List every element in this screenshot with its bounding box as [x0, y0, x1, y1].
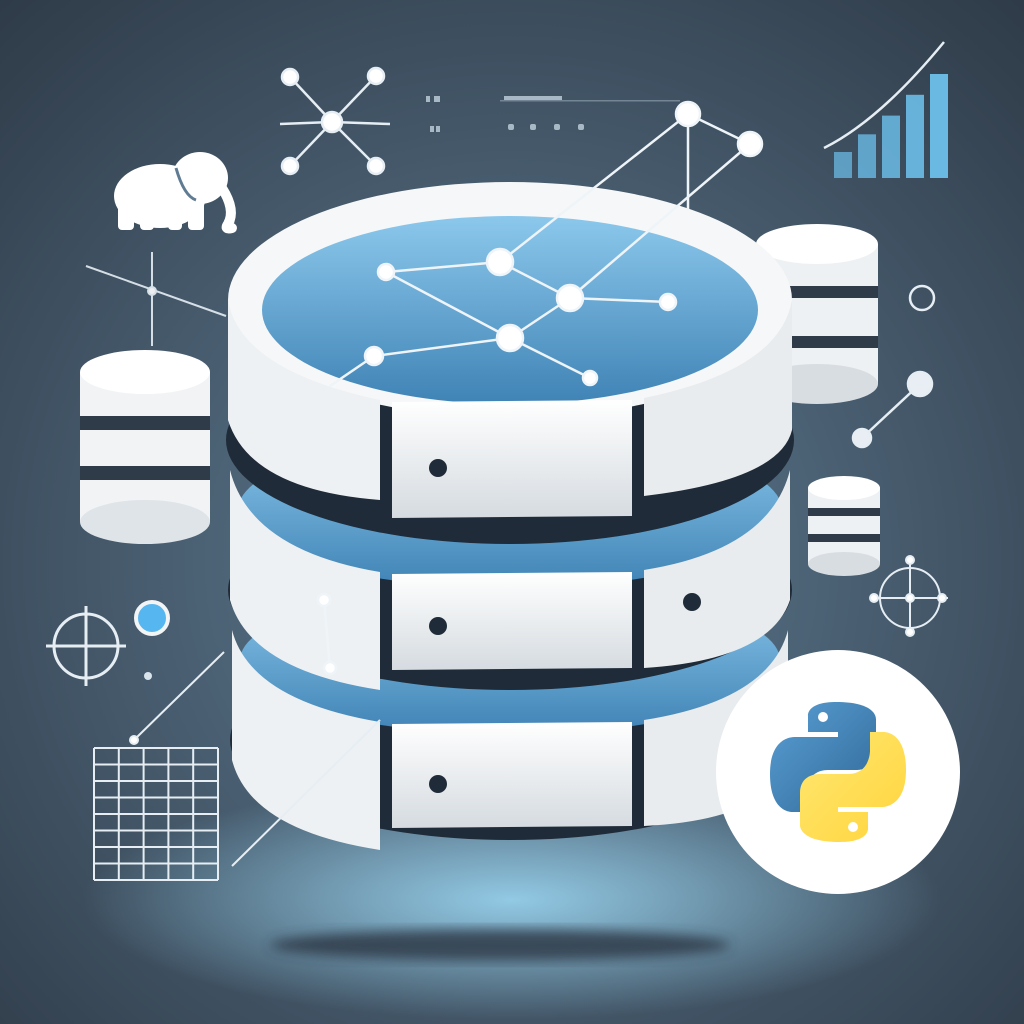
chart-bar — [930, 74, 948, 178]
accent-dot — [134, 600, 170, 636]
chart-bar — [882, 115, 900, 178]
network-graph — [316, 100, 764, 676]
network-node-icon — [279, 66, 391, 176]
floor-shadow — [270, 929, 730, 961]
left-chart-lines — [85, 252, 227, 346]
chart-bar — [834, 152, 852, 178]
python-badge — [716, 650, 960, 894]
crosshair-icon — [869, 555, 948, 637]
right-connectors — [851, 284, 936, 449]
crosshair-icon — [46, 606, 126, 686]
python-logo-icon — [770, 702, 906, 842]
database-ring-top — [226, 182, 794, 544]
chart-bar — [858, 134, 876, 178]
spreadsheet-grid-icon — [93, 651, 225, 881]
chart-bar — [906, 94, 924, 178]
mini-database-right — [808, 476, 880, 576]
connector-line — [231, 719, 381, 867]
small-dot — [144, 672, 152, 680]
elephant-icon — [114, 152, 237, 234]
stacked-database-icon — [226, 182, 794, 850]
bar-chart-icon — [823, 41, 948, 178]
small-database-left — [80, 350, 210, 544]
bottom-glow — [82, 780, 942, 1020]
decorative-dots — [426, 96, 680, 132]
